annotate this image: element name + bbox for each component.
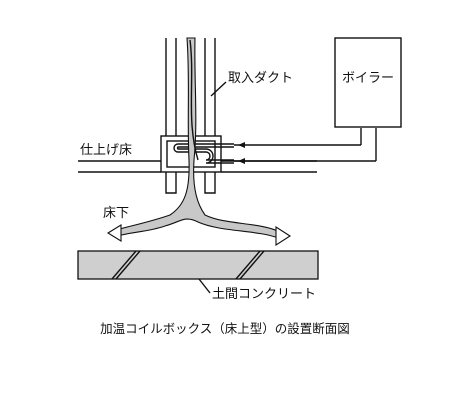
intake-duct-label: 取入ダクト	[228, 71, 293, 86]
boiler-pipes	[234, 128, 377, 164]
airflow-arrow-left-icon	[106, 224, 122, 242]
boiler: ボイラー	[334, 37, 402, 128]
finish-floor-label: 仕上げ床	[80, 143, 132, 158]
concrete-label: 土間コンクリート	[212, 287, 316, 302]
under-floor-label: 床下	[103, 206, 129, 221]
intake-duct-walls	[165, 38, 216, 136]
airflow	[106, 37, 292, 247]
boiler-label: ボイラー	[342, 71, 394, 86]
intake-duct-leader: 取入ダクト	[210, 71, 293, 97]
concrete-slab	[77, 250, 319, 280]
arrow-icon	[238, 158, 245, 164]
airflow-arrow-right-icon	[275, 225, 292, 247]
concrete-leader: 土間コンクリート	[198, 278, 316, 302]
figure-caption: 加温コイルボックス（床上型）の設置断面図	[100, 321, 350, 336]
arrow-icon	[238, 142, 245, 148]
